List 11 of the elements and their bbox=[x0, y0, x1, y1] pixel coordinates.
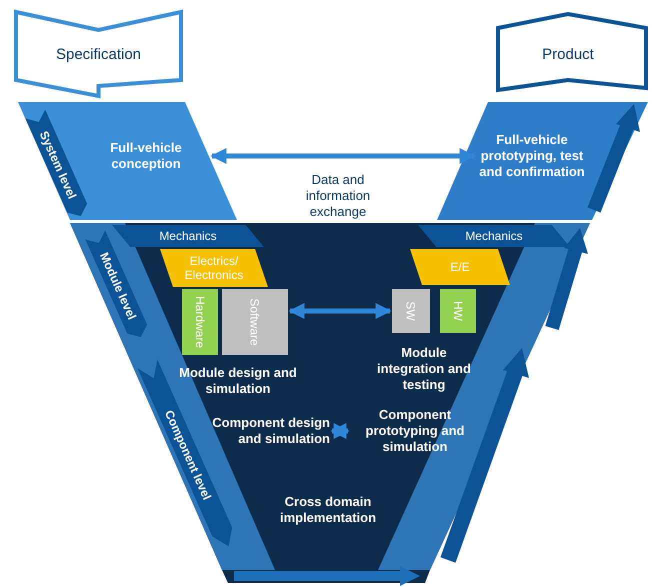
annotation-text: Data and information exchange bbox=[304, 172, 372, 220]
arrow bbox=[330, 423, 350, 439]
arrow bbox=[210, 148, 476, 164]
arrow bbox=[288, 303, 392, 319]
domain-bar: Hardware bbox=[182, 289, 218, 355]
phase-label: Cross domain implementation bbox=[262, 468, 394, 552]
phase-label: Component prototyping and simulation bbox=[350, 404, 480, 458]
domain-bar: HW bbox=[440, 289, 476, 333]
phase-label: Module integration and testing bbox=[368, 342, 480, 396]
domain-bar: SW bbox=[392, 289, 430, 333]
domain-bar: Software bbox=[222, 289, 288, 355]
